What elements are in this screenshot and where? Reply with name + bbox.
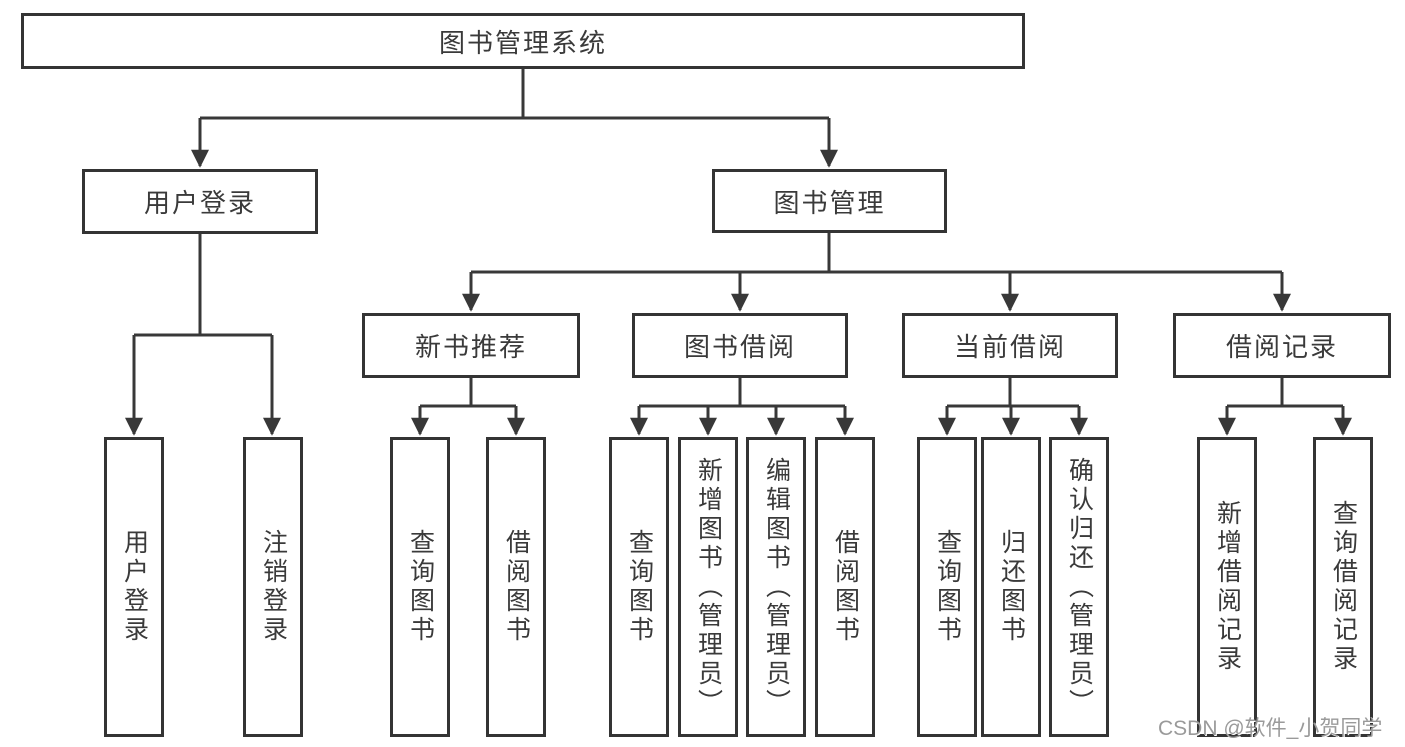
node-user-login: 用户登录 (82, 169, 318, 234)
leaf-add-borrow-record: 新增借阅记录 (1197, 437, 1257, 737)
trunk-root (200, 69, 829, 120)
node-root-label: 图书管理系统 (438, 27, 607, 58)
leaf-edit-book-admin: 编辑图书（管理员） (746, 437, 806, 737)
trunk-new-book (420, 378, 516, 408)
trunk-current-borrow (947, 378, 1079, 408)
node-book-borrow: 图书借阅 (632, 313, 848, 378)
leaf-borrow-book: 借阅图书 (815, 437, 875, 737)
node-book-borrow-label: 图书借阅 (683, 332, 796, 362)
node-new-book-recommend: 新书推荐 (362, 313, 580, 378)
leaf-logout-label: 注销登录 (259, 529, 288, 645)
leaf-borrow-book-recommend-label: 借阅图书 (502, 529, 531, 645)
node-borrow-records-label: 借阅记录 (1225, 332, 1338, 362)
leaf-return-book: 归还图书 (981, 437, 1041, 737)
leaf-edit-book-admin-label: 编辑图书（管理员） (762, 456, 791, 718)
trunk-user-login (134, 234, 272, 337)
leaf-add-book-admin-label: 新增图书（管理员） (694, 456, 723, 718)
leaf-add-borrow-record-label: 新增借阅记录 (1213, 500, 1242, 674)
leaf-user-login-label: 用户登录 (120, 529, 149, 645)
leaf-query-books-current-label: 查询图书 (933, 529, 962, 645)
trunk-borrow-records (1227, 378, 1343, 408)
leaf-query-borrow-record: 查询借阅记录 (1313, 437, 1373, 737)
node-current-borrow: 当前借阅 (902, 313, 1118, 378)
leaf-add-book-admin: 新增图书（管理员） (678, 437, 738, 737)
csdn-watermark: CSDN @软件_小贺同学 (1158, 717, 1383, 740)
leaf-confirm-return-admin: 确认归还（管理员） (1049, 437, 1109, 737)
node-book-management: 图书管理 (712, 169, 947, 233)
node-new-book-recommend-label: 新书推荐 (414, 332, 527, 362)
leaf-confirm-return-admin-label: 确认归还（管理员） (1065, 456, 1094, 718)
leaf-query-books-recommend: 查询图书 (390, 437, 450, 737)
node-borrow-records: 借阅记录 (1173, 313, 1391, 378)
leaf-user-login: 用户登录 (104, 437, 164, 737)
node-book-management-label: 图书管理 (773, 187, 886, 218)
node-current-borrow-label: 当前借阅 (953, 332, 1066, 362)
leaf-borrow-book-recommend: 借阅图书 (486, 437, 546, 737)
leaf-borrow-book-label: 借阅图书 (831, 529, 860, 645)
leaf-query-books-current: 查询图书 (917, 437, 977, 737)
leaf-query-books-borrow: 查询图书 (609, 437, 669, 737)
leaf-query-borrow-record-label: 查询借阅记录 (1329, 500, 1358, 674)
trunk-book-borrow (639, 378, 845, 408)
leaf-logout: 注销登录 (243, 437, 303, 737)
trunk-book-management (471, 233, 1282, 274)
node-user-login-label: 用户登录 (143, 188, 256, 218)
leaf-query-books-borrow-label: 查询图书 (625, 529, 654, 645)
node-root: 图书管理系统 (21, 13, 1025, 69)
leaf-query-books-recommend-label: 查询图书 (406, 529, 435, 645)
leaf-return-book-label: 归还图书 (997, 529, 1026, 645)
